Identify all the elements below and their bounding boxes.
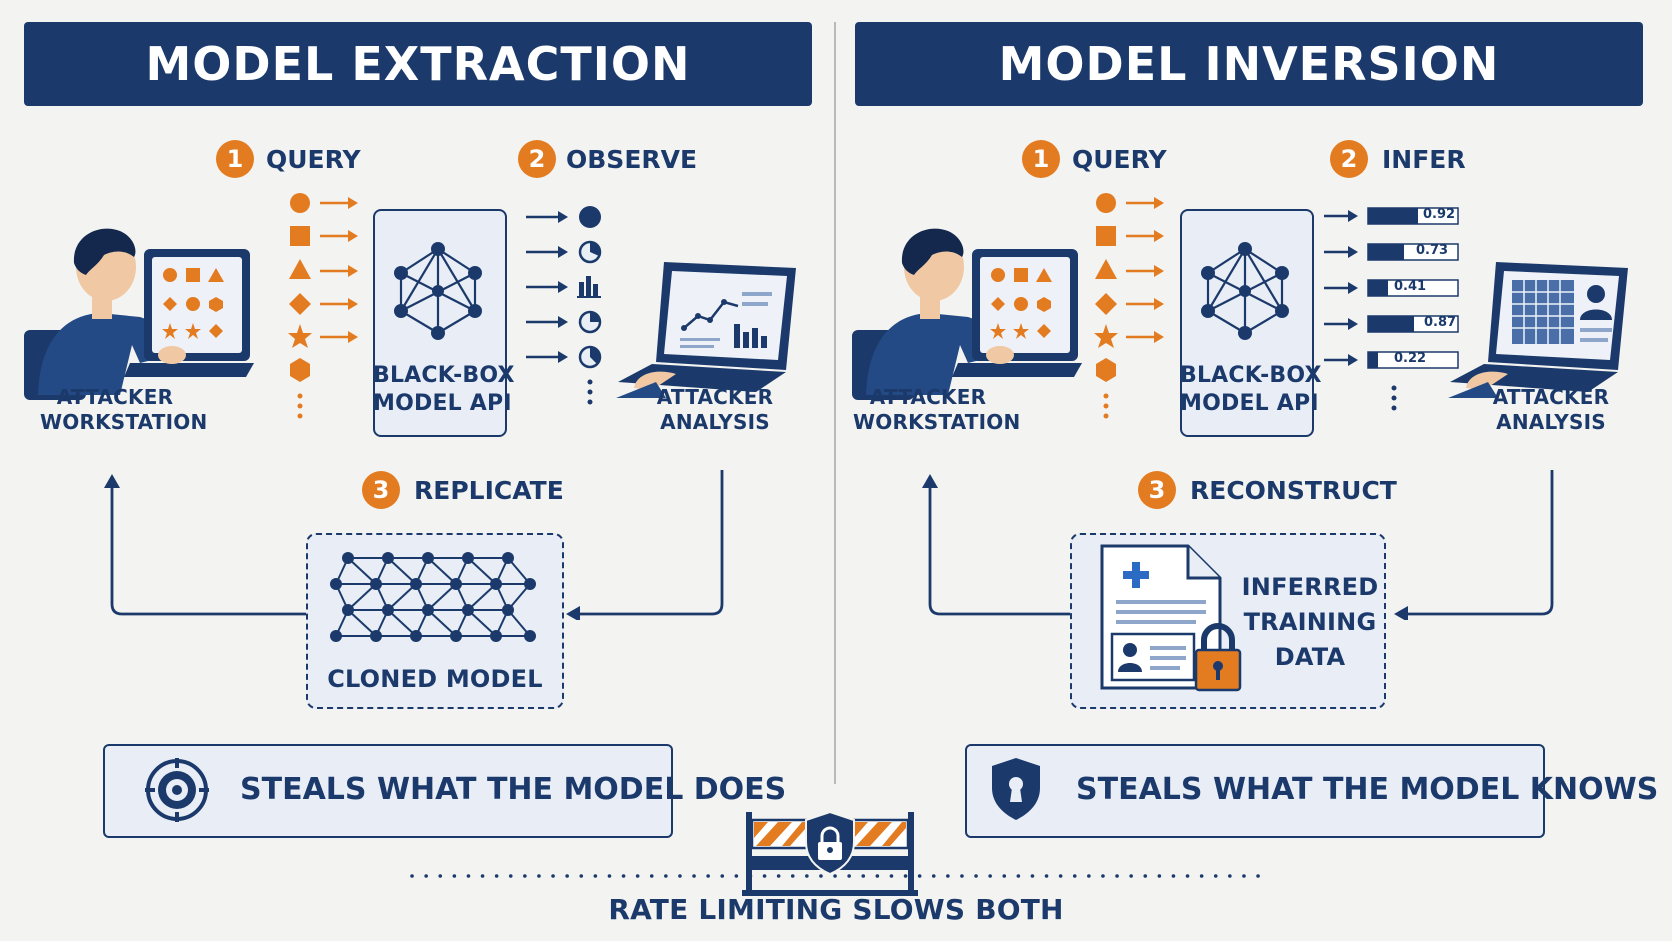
cloned-model-label: CLONED MODEL [327, 665, 543, 693]
left-step2-label: OBSERVE [566, 145, 698, 174]
right-workstation-label-line1: ATTACKER [869, 385, 987, 409]
cloned-model-network-icon [330, 552, 536, 642]
right-api-label: BLACK-BOX MODEL API [1180, 362, 1322, 418]
left-analysis-label-line1: ATTACKER [656, 385, 774, 409]
shield-keyhole-icon [992, 758, 1040, 820]
right-step2-number: 2 [1330, 140, 1368, 178]
attacker-analysis-laptop-icon [616, 262, 796, 398]
right-title: MODEL INVERSION [998, 37, 1500, 91]
right-api-network-icon [1201, 242, 1289, 340]
left-workstation-label: ATTACKER WORKSTATION [40, 385, 208, 435]
left-step2-number: 2 [518, 140, 556, 178]
attacker-workstation-icon [852, 228, 1082, 400]
footer-dotted-line [410, 874, 1270, 878]
left-analysis-label-line2: ANALYSIS [660, 410, 770, 434]
right-query-inputs [1094, 193, 1164, 419]
score-value: 0.41 [1394, 279, 1427, 294]
right-api-label-line1: BLACK-BOX [1180, 363, 1322, 388]
right-step3-label: RECONSTRUCT [1190, 476, 1397, 505]
footer-label: RATE LIMITING SLOWS BOTH [608, 893, 1064, 926]
right-reconstruct-loop-arrows [922, 470, 1554, 620]
left-title: MODEL EXTRACTION [145, 37, 691, 91]
right-banner-text: STEALS WHAT THE MODEL KNOWS [1076, 772, 1659, 807]
left-step1-number: 1 [216, 140, 254, 178]
inferred-label-line3: DATA [1274, 643, 1346, 671]
left-banner-text: STEALS WHAT THE MODEL DOES [240, 772, 787, 807]
center-divider [834, 22, 836, 784]
right-title-banner: MODEL INVERSION [855, 22, 1643, 106]
left-api-label-line1: BLACK-BOX [373, 363, 515, 388]
score-value: 0.22 [1394, 351, 1427, 366]
score-value: 0.92 [1423, 207, 1456, 222]
left-workstation-label-line2: WORKSTATION [40, 410, 208, 434]
score-value: 0.73 [1416, 243, 1449, 258]
right-analysis-label-line1: ATTACKER [1492, 385, 1610, 409]
left-summary-banner [103, 744, 673, 838]
right-step2-label: INFER [1382, 145, 1466, 174]
right-step1-label: QUERY [1072, 145, 1167, 174]
right-step1-number: 1 [1022, 140, 1060, 178]
right-analysis-label-line2: ANALYSIS [1496, 410, 1606, 434]
left-step1-label: QUERY [266, 145, 361, 174]
left-replicate-loop-arrows [104, 470, 724, 620]
left-step3-label: REPLICATE [414, 476, 564, 505]
right-infer-outputs [1324, 207, 1459, 411]
inferred-label-line2: TRAINING [1243, 608, 1377, 636]
inferred-training-data-label: INFERRED TRAINING DATA [1240, 570, 1380, 675]
left-analysis-label: ATTACKER ANALYSIS [640, 385, 790, 435]
right-summary-banner [965, 744, 1545, 838]
left-title-banner: MODEL EXTRACTION [24, 22, 812, 106]
right-step3-number: 3 [1138, 471, 1176, 509]
left-api-network-icon [394, 242, 482, 340]
left-api-label-line2: MODEL API [373, 391, 512, 416]
left-workstation-label-line1: ATTACKER [56, 385, 174, 409]
score-value: 0.87 [1424, 315, 1457, 330]
target-icon [145, 758, 209, 822]
barrier-lock-icon [742, 810, 918, 896]
right-workstation-label: ATTACKER WORKSTATION [853, 385, 1021, 435]
left-step3-number: 3 [362, 471, 400, 509]
attacker-workstation-icon [24, 228, 254, 400]
right-workstation-label-line2: WORKSTATION [853, 410, 1021, 434]
left-query-inputs [288, 193, 358, 419]
medical-record-lock-icon [1100, 544, 1242, 692]
attacker-analysis-laptop-icon [1448, 262, 1628, 398]
inferred-label-line1: INFERRED [1241, 573, 1379, 601]
right-analysis-label: ATTACKER ANALYSIS [1476, 385, 1626, 435]
right-api-label-line2: MODEL API [1180, 391, 1319, 416]
left-observe-outputs [526, 206, 602, 405]
left-api-label: BLACK-BOX MODEL API [373, 362, 515, 418]
